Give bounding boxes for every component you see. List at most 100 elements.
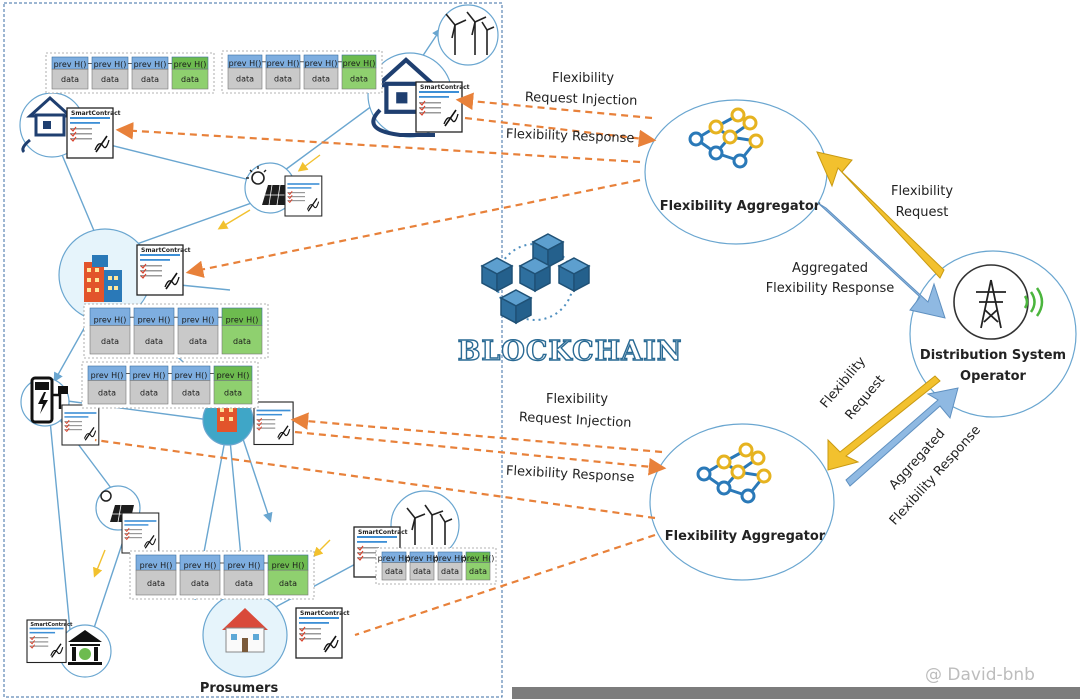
svg-text:SmartContract: SmartContract bbox=[420, 84, 470, 91]
ledger-block: prev H()data bbox=[89, 307, 134, 355]
svg-text:SmartContract: SmartContract bbox=[358, 529, 408, 536]
ledger-block-header: prev H() bbox=[267, 59, 300, 68]
ledger-block-body: data bbox=[279, 579, 297, 588]
dso-up-request-label-1: Flexibility bbox=[891, 184, 953, 199]
wind-turbine-icon bbox=[406, 504, 453, 545]
ledger-block-header: prev H() bbox=[305, 59, 338, 68]
solar-panel-icon bbox=[246, 166, 290, 206]
top-injection-label-1: Flexibility bbox=[552, 71, 614, 86]
smart-contract-icon: SmartContract bbox=[353, 526, 408, 578]
ledger-block: prev H() data bbox=[131, 56, 172, 90]
bottom-bar bbox=[512, 687, 1080, 699]
ledger-block-body: data bbox=[385, 567, 403, 576]
ledger-block-body: data bbox=[469, 567, 487, 576]
ledger-block-header: prev H() bbox=[378, 554, 411, 563]
prosumer-energy-lines bbox=[93, 154, 331, 578]
top-response-label: Flexibility Response bbox=[506, 127, 635, 146]
ledger-block-body: data bbox=[274, 75, 292, 84]
ledger-block: prev H()data bbox=[91, 56, 132, 90]
wind-turbine-icon bbox=[445, 11, 495, 55]
ledger-block-header: prev H() bbox=[343, 59, 376, 68]
ledger-block-body: data bbox=[145, 337, 163, 346]
ledger-block-header: prev H() bbox=[138, 316, 171, 325]
ledger-block-header: prev H() bbox=[182, 316, 215, 325]
svg-text:SmartContract: SmartContract bbox=[30, 622, 73, 628]
blockchain-cubes-icon bbox=[481, 233, 590, 324]
ledger-block: prev H() data bbox=[434, 551, 467, 581]
smart-contract-icon: SmartContract bbox=[66, 107, 121, 159]
top-injection-label-2: Request Injection bbox=[525, 90, 638, 109]
dso-node: Distribution System Operator bbox=[909, 250, 1077, 418]
aggregator-top-label: Flexibility Aggregator bbox=[660, 199, 821, 214]
ledger-block: prev H() data bbox=[267, 554, 309, 596]
smart-contract-icon: SmartContract bbox=[136, 244, 191, 296]
ledger-block: prev H() data bbox=[378, 551, 411, 581]
ledger-block-header: prev H() bbox=[134, 60, 167, 69]
smart-contract-icon: SmartContract bbox=[415, 81, 470, 133]
ledger-block-body: data bbox=[101, 75, 119, 84]
aggregator-bottom-label: Flexibility Aggregator bbox=[665, 529, 826, 544]
ledger-block-body: data bbox=[181, 75, 199, 84]
node-wind-top bbox=[437, 4, 499, 66]
bank-icon bbox=[68, 630, 102, 665]
ledger-block-header: prev H() bbox=[434, 554, 467, 563]
node-bank: SmartContract bbox=[26, 619, 112, 678]
ledger-block-body: data bbox=[350, 75, 368, 84]
ledger-block-header: prev H() bbox=[272, 561, 305, 570]
ledger-block-body: data bbox=[312, 75, 330, 84]
smart-contract-icon bbox=[121, 512, 160, 554]
node-buildings: SmartContract bbox=[58, 228, 191, 322]
ledger-block-header: prev H() bbox=[184, 561, 217, 570]
ledger-block-body: data bbox=[189, 337, 207, 346]
ledger-block-header: prev H() bbox=[175, 371, 208, 380]
ledger-block-body: data bbox=[191, 579, 209, 588]
node-ev-charger bbox=[20, 376, 100, 446]
ledger-block: prev H() data bbox=[179, 554, 224, 596]
ledger-block-header: prev H() bbox=[462, 554, 495, 563]
ledger-block-body: data bbox=[413, 567, 431, 576]
prosumer-panel-border bbox=[3, 2, 503, 698]
prosumers-label: Prosumers bbox=[200, 681, 279, 696]
ledger-block-header: prev H() bbox=[228, 561, 261, 570]
ledger-block-body: data bbox=[182, 389, 200, 398]
ledger-block-body: data bbox=[235, 579, 253, 588]
flexibility-dashed-arrows bbox=[94, 92, 667, 637]
ledger-block-body: data bbox=[441, 567, 459, 576]
blockchain-logo: BLOCKCHAIN bbox=[457, 233, 683, 368]
ledger-block-body: data bbox=[61, 75, 79, 84]
ledger-block-body: data bbox=[140, 389, 158, 398]
ledger-block: prev H()data bbox=[129, 365, 172, 405]
ledger-block-header: prev H() bbox=[140, 561, 173, 570]
buildings-icon bbox=[84, 255, 122, 302]
node-solar-bottom bbox=[95, 485, 160, 554]
ledger-block: prev H() data bbox=[303, 54, 342, 90]
ledger-block-header: prev H() bbox=[54, 60, 87, 69]
ledger-block: prev H() data bbox=[135, 554, 180, 596]
ledger-block-body: data bbox=[147, 579, 165, 588]
ledger-block-body: data bbox=[141, 75, 159, 84]
blockchain-title: BLOCKCHAIN bbox=[458, 336, 683, 367]
aggregator-bottom: Flexibility Aggregator bbox=[649, 423, 835, 581]
ledger-block: prev H() data bbox=[133, 307, 178, 355]
ledger-block-header: prev H() bbox=[229, 59, 262, 68]
watermark: @ David-bnb bbox=[925, 665, 1035, 685]
ledger-block-header: prev H() bbox=[91, 371, 124, 380]
dso-up-request-label-2: Request bbox=[896, 205, 949, 220]
smart-contract-icon bbox=[253, 401, 294, 446]
ledger-block-body: data bbox=[224, 389, 242, 398]
ledger-block: prev H() data bbox=[462, 551, 495, 581]
bottom-injection-label-2: Request Injection bbox=[519, 410, 632, 431]
svg-text:SmartContract: SmartContract bbox=[141, 247, 191, 254]
ledger-block: prev H() data bbox=[341, 54, 377, 90]
ev-charger-icon bbox=[30, 376, 68, 424]
smart-contract-icon: SmartContract bbox=[295, 607, 350, 659]
ledger-block: prev H() data bbox=[227, 54, 266, 90]
dso-up-response-label-1: Aggregated bbox=[792, 261, 868, 276]
ledger-block-header: prev H() bbox=[217, 371, 250, 380]
transmission-tower-icon bbox=[976, 279, 1006, 329]
aggregator-top: Flexibility Aggregator bbox=[644, 99, 828, 245]
svg-text:SmartContract: SmartContract bbox=[71, 110, 121, 117]
ledger-block-body: data bbox=[236, 75, 254, 84]
